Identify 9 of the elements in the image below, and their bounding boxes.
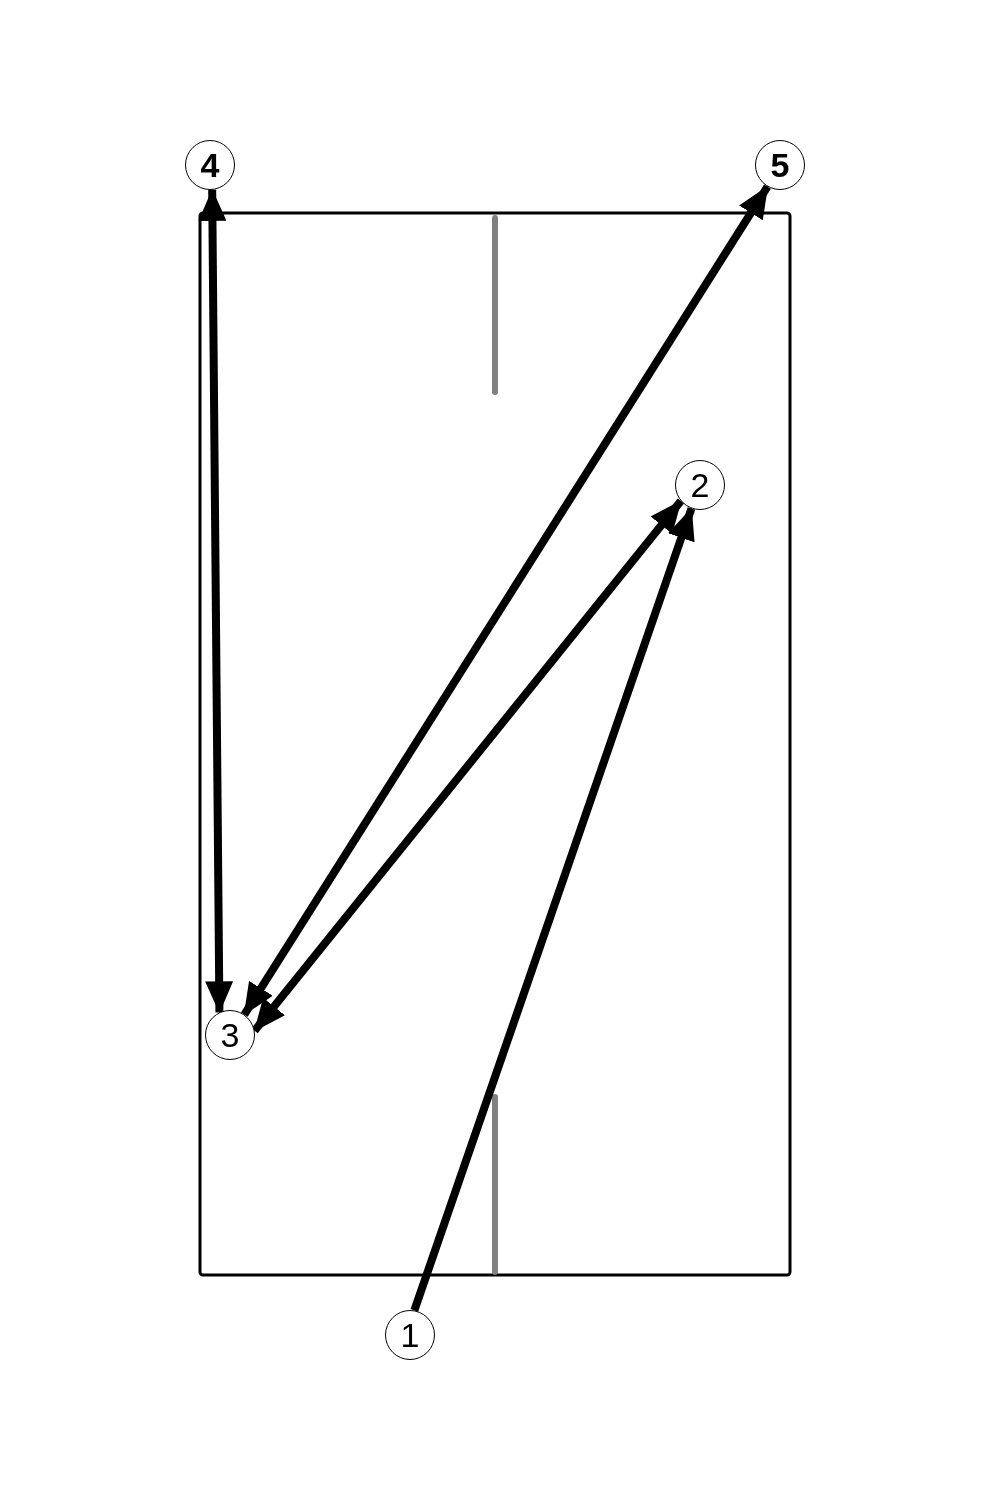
callout-number: 5 — [755, 140, 805, 190]
double-arrow — [198, 188, 234, 1014]
callout-number: 1 — [385, 1310, 435, 1360]
double-arrow — [240, 184, 771, 1017]
arrow — [410, 507, 696, 1312]
callout-number: 4 — [185, 140, 235, 190]
callout-number: 2 — [675, 460, 725, 510]
double-arrow — [251, 498, 684, 1034]
callout-number: 3 — [205, 1010, 255, 1060]
